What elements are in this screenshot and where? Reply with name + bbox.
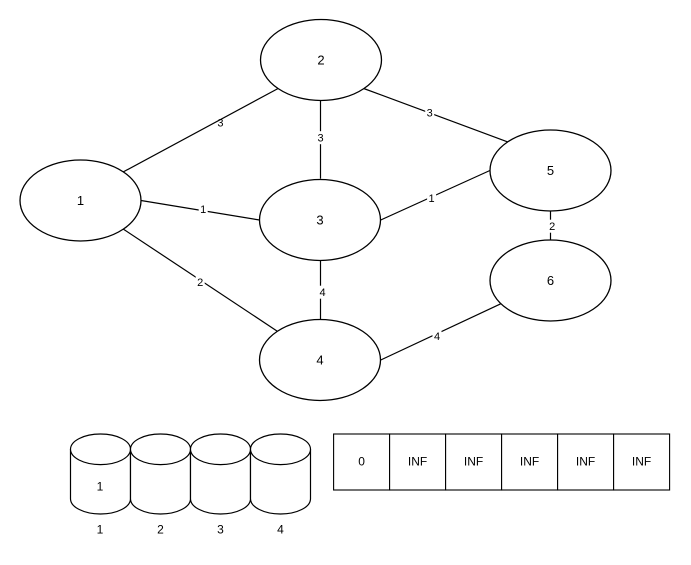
edge-2-5-weight-bg — [425, 106, 435, 120]
table-cell-5 — [557, 433, 615, 491]
table-cell-4 — [501, 433, 559, 491]
node-1 — [19, 159, 142, 242]
node-3 — [258, 178, 382, 262]
cylinder-3-top — [189, 433, 252, 466]
edge-2-5-weight: 3 — [427, 108, 433, 120]
queue-contents: 1 — [97, 480, 104, 494]
node-labels: 1 2 3 4 5 6 — [77, 53, 554, 368]
cylinder-2-body — [129, 449, 192, 515]
node-5 — [489, 129, 612, 212]
edge-1-3-weight-bg — [198, 202, 208, 216]
edge-1-4-weight: 2 — [197, 277, 203, 289]
table-cell-6 — [613, 433, 671, 491]
queue-cylinder-3 — [189, 433, 252, 515]
edge-5-6-weight: 2 — [549, 221, 555, 233]
cylinder-2-top — [129, 433, 192, 466]
edge-4-6-weight-bg — [432, 329, 442, 343]
node-2 — [259, 18, 383, 102]
distance-table-values: 0 INF INF INF INF INF — [358, 455, 651, 469]
edge-1-3-weight: 1 — [200, 204, 206, 216]
cylinder-4-top — [249, 433, 312, 466]
table-value-2: INF — [408, 455, 427, 469]
edge-3-5-weight: 1 — [429, 193, 435, 205]
queue-position-4: 4 — [277, 523, 284, 537]
queue-position-labels: 1 2 3 4 — [97, 523, 285, 537]
edge-1-4-weight-bg — [195, 275, 205, 289]
table-value-4: INF — [520, 455, 539, 469]
cylinder-1-body — [69, 449, 132, 515]
node-2-label: 2 — [317, 53, 324, 68]
queue-cylinder-4 — [249, 433, 312, 515]
distance-table-cells — [333, 433, 671, 491]
table-value-5: INF — [576, 455, 595, 469]
queue-position-1: 1 — [97, 523, 104, 537]
node-4-label: 4 — [316, 353, 323, 368]
node-4 — [258, 318, 382, 402]
distance-table: 0 INF INF INF INF INF — [333, 433, 671, 491]
table-cell-1 — [333, 433, 391, 491]
table-value-1: 0 — [358, 455, 365, 469]
queue-position-2: 2 — [157, 523, 164, 537]
edge-1-2-weight: 3 — [217, 118, 223, 130]
queue-position-3: 3 — [217, 523, 224, 537]
queue-cylinders: 1 1 2 3 4 — [69, 433, 312, 537]
node-6-label: 6 — [547, 273, 554, 288]
node-6 — [489, 239, 612, 322]
graph-nodes — [19, 18, 612, 402]
node-3-label: 3 — [316, 213, 323, 228]
table-cell-2 — [389, 433, 447, 491]
cylinder-3-body — [189, 449, 252, 515]
queue-cylinder-1 — [69, 433, 132, 515]
edge-4-6-weight: 4 — [434, 331, 440, 343]
cylinder-1-content: 1 — [97, 480, 104, 494]
cylinder-1-top — [69, 433, 132, 466]
node-5-label: 5 — [547, 163, 554, 178]
edge-2-3-weight-bg — [316, 131, 325, 145]
edge-3-5-weight-bg — [427, 191, 437, 205]
node-1-label: 1 — [77, 193, 84, 208]
edge-2-3-weight: 3 — [317, 133, 323, 145]
edge-5-6-weight-bg — [547, 219, 557, 233]
table-value-6: INF — [632, 455, 651, 469]
edge-weight-labels: 3 1 2 3 3 1 4 2 4 — [195, 106, 557, 343]
edge-2-5 — [363, 87, 508, 143]
table-value-3: INF — [464, 455, 483, 469]
edge-3-4-weight-bg — [318, 285, 327, 299]
queue-cylinder-2 — [129, 433, 192, 515]
cylinder-4-body — [249, 449, 312, 515]
edge-1-2 — [123, 87, 279, 173]
edge-3-4-weight: 4 — [319, 287, 325, 299]
